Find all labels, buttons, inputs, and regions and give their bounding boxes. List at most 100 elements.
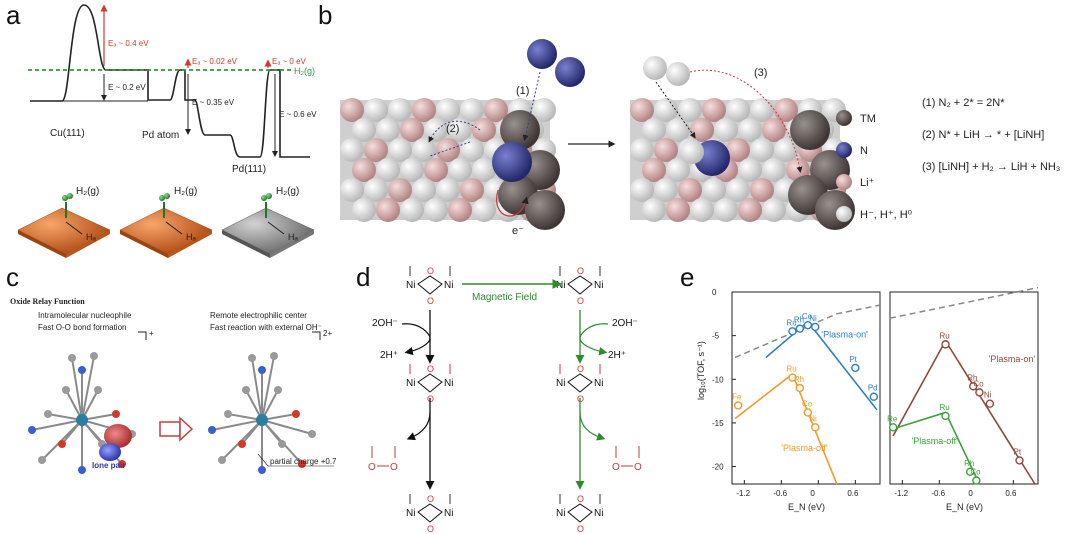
ring xyxy=(567,373,593,393)
surface-atom xyxy=(400,158,424,182)
tm-atom xyxy=(790,110,830,150)
data-point xyxy=(1015,456,1024,465)
atom xyxy=(38,456,46,464)
point-label: Rh xyxy=(964,459,974,468)
ring xyxy=(567,503,593,523)
surface-atom xyxy=(714,118,738,142)
surface-atom xyxy=(388,98,412,122)
lone-pair-red-lobe xyxy=(104,424,132,448)
surface-atom xyxy=(400,198,424,222)
volcano-line xyxy=(889,411,981,485)
data-point xyxy=(788,373,797,382)
y-tick-label: -5 xyxy=(712,332,720,341)
surface-atom xyxy=(642,158,666,182)
legend-label: Li⁺ xyxy=(860,177,875,189)
svg-text:O: O xyxy=(634,462,642,473)
data-point xyxy=(985,399,995,408)
x-tick-label: 0.6 xyxy=(1005,489,1017,498)
surface-atom xyxy=(472,198,496,222)
tm-atom xyxy=(525,190,565,230)
data-point xyxy=(811,322,820,332)
surface-atom xyxy=(436,178,460,202)
surface-atom xyxy=(750,178,774,202)
surface-atom xyxy=(690,198,714,222)
h2-atom-1 xyxy=(643,56,667,80)
point-label: Fe xyxy=(732,392,742,401)
molecule-right xyxy=(208,352,316,474)
adsorbed-n xyxy=(492,142,532,182)
surface-atom xyxy=(642,118,666,142)
o-label: O xyxy=(427,364,434,374)
upper-limit-line xyxy=(734,304,881,359)
surface-atom xyxy=(738,158,762,182)
o-label: O xyxy=(577,364,584,374)
surface-atom xyxy=(352,198,376,222)
slab1-ha: Hₐ xyxy=(86,232,96,242)
surface-atom xyxy=(666,198,690,222)
panel-label-e: e xyxy=(680,262,695,292)
charge-left: + xyxy=(149,329,154,338)
left-caption-1: Intramolecular nucleophile xyxy=(38,311,132,320)
surface-atom xyxy=(376,158,400,182)
bond xyxy=(81,355,95,421)
surface-atom xyxy=(702,178,726,202)
surface-atom xyxy=(436,138,460,162)
transform-arrow xyxy=(159,416,194,442)
ni-label: Ni xyxy=(594,378,603,389)
surface-atom xyxy=(400,118,424,142)
atom xyxy=(308,430,316,438)
site-cu111-label: Cu(111) xyxy=(50,128,85,139)
ni-label: Ni xyxy=(444,508,453,519)
panel-label-a: a xyxy=(6,0,21,30)
atom xyxy=(44,410,52,418)
surface-atom xyxy=(738,198,762,222)
surface-atom xyxy=(424,198,448,222)
surface-atom xyxy=(666,158,690,182)
o-label: O xyxy=(577,296,584,306)
o-label: O xyxy=(427,296,434,306)
bond xyxy=(211,419,263,431)
surface-atom xyxy=(460,138,484,162)
surface-atom xyxy=(412,178,436,202)
metal-center xyxy=(256,414,268,426)
surface-atom xyxy=(678,98,702,122)
surface-atom xyxy=(654,178,678,202)
upper-limit-line xyxy=(889,286,1039,319)
data-point xyxy=(795,383,805,393)
panel-label-d: d xyxy=(356,262,371,292)
x-tick-label: 0 xyxy=(810,489,815,498)
y-tick-label: -10 xyxy=(712,375,724,384)
point-label: Rh xyxy=(967,373,977,382)
surface-atom xyxy=(412,98,436,122)
step-1-label: (1) xyxy=(516,85,529,97)
point-label: Ni xyxy=(809,314,817,323)
atom xyxy=(68,354,76,362)
atom-layer xyxy=(340,98,855,230)
surface-atom xyxy=(630,98,654,122)
atom xyxy=(274,386,282,394)
legend-swatch xyxy=(836,206,852,222)
x-tick-label: -1.2 xyxy=(736,489,750,498)
partial-charge-label: partial charge +0.7 xyxy=(270,457,337,466)
surface-atom xyxy=(460,178,484,202)
y-tick-label: -20 xyxy=(712,463,724,472)
series-label: 'Plasma-on' xyxy=(989,354,1036,364)
slab3-ha: Hₐ xyxy=(288,232,298,242)
o-label: O xyxy=(427,494,434,504)
equation-2: (2) N* + LiH → * + [LiNH] xyxy=(922,129,1044,141)
ni-label: Ni xyxy=(406,378,415,389)
atom xyxy=(112,410,120,418)
ni-label: Ni xyxy=(556,378,565,389)
atom xyxy=(118,460,126,468)
x-tick-label: -1.2 xyxy=(894,489,908,498)
ring xyxy=(567,275,593,295)
data-point xyxy=(972,476,981,485)
point-label: Re xyxy=(887,414,898,423)
surface-atom xyxy=(678,178,702,202)
ea-cu-label: Eₐ ~ 0.4 eV xyxy=(108,39,149,48)
x-axis-label: E_N (eV) xyxy=(788,502,825,512)
ni-label: Ni xyxy=(444,378,453,389)
pd-slab xyxy=(221,193,315,258)
